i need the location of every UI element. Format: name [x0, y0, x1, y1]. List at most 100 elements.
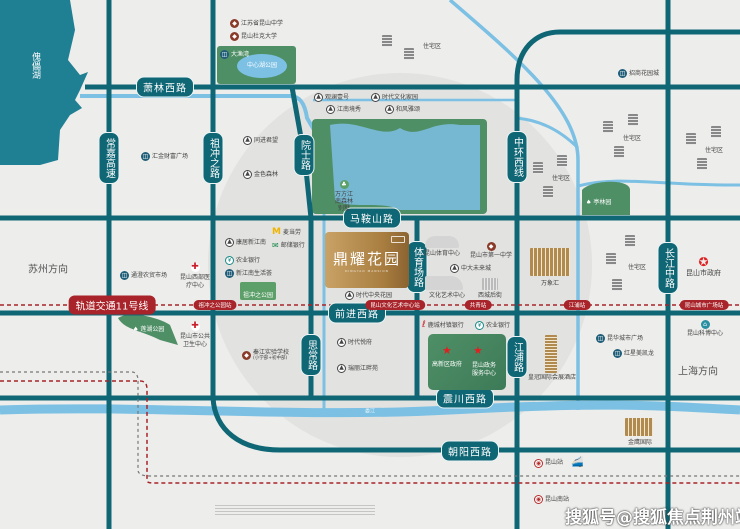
poi-ks-station[interactable]: ◉昆山站🚄 — [534, 458, 583, 468]
poi-kangju[interactable]: ▲康居新江南 — [225, 238, 266, 247]
metro-lines — [0, 304, 740, 484]
direction-shanghai: 上海方向 — [678, 366, 718, 378]
poi-label: 金色森林 — [254, 170, 279, 178]
postal-bank-icon: ✉ — [272, 241, 279, 250]
poi-label: 昆山科博中心 — [687, 330, 724, 337]
poi-xicheng[interactable]: 西城后街 — [477, 292, 503, 299]
poi-hefeng[interactable]: ▲和风雅颂 — [385, 105, 420, 114]
star-icon: ✪ — [698, 255, 709, 269]
tree-icon: ♠ — [586, 199, 592, 206]
poi-shidai-wenhua[interactable]: ▲时代文化家园 — [371, 93, 418, 102]
poi-wanfang[interactable]: ♣ 万方江南森林别墅 — [334, 180, 354, 213]
residence-icon: ▲ — [337, 338, 346, 347]
road-zhonghuan: 中环西线 — [506, 131, 528, 183]
poi-abc-bank[interactable]: ¥农业银行 — [225, 256, 260, 265]
poi-tongcheng-market[interactable]: ◫通澄农贸市场 — [120, 271, 167, 280]
poi-city-gov[interactable]: ✪昆山市政府 — [686, 256, 721, 277]
culture-center-icon — [425, 276, 463, 290]
residential-building-icon — [686, 133, 696, 145]
project-subtitle: DINGYAO MANSION — [345, 268, 389, 273]
poi-dayuwan[interactable]: ◫大渔湾 — [220, 50, 249, 59]
poi-label: 瑞丽江畔苑 — [348, 364, 379, 372]
poi-duke[interactable]: ◆昆山杜克大学 — [230, 32, 277, 41]
poi-west-medical[interactable]: ✚昆山西部医疗中心 — [180, 263, 210, 290]
poi-label: 观澜壹号 — [325, 93, 350, 101]
poi-culture-center[interactable]: 文化艺术中心 — [428, 292, 466, 299]
poi-label: 江南境秀 — [337, 105, 362, 113]
poi-label: 昆山市公共卫生中心 — [180, 333, 211, 348]
poi-sports-center[interactable]: 昆山体育中心 — [423, 250, 461, 257]
shopping-icon: ◫ — [613, 349, 622, 358]
poi-ruili[interactable]: ▲瑞丽江畔苑 — [337, 364, 378, 373]
metro-station[interactable]: 昆山城市广场站 — [679, 300, 729, 310]
zuchongzhi-park-area — [240, 282, 276, 300]
hospital-icon: ✚ — [190, 321, 200, 331]
residential-building-icon — [543, 186, 553, 198]
residence-icon: ▲ — [371, 93, 380, 102]
poi-label: 昆山杜克大学 — [241, 32, 278, 40]
poi-zhaoshang[interactable]: ◫招商花园城 — [618, 69, 659, 78]
metro-station[interactable]: 共青站 — [464, 300, 492, 310]
poi-public-health[interactable]: ✚ 昆山市公共卫生中心 — [180, 322, 210, 349]
poi-postal-bank[interactable]: ✉邮储银行 — [272, 242, 305, 250]
poi-redstar[interactable]: ◫红星美凯龙 — [613, 349, 654, 358]
poi-qinjiang-school[interactable]: ◆秦江实验学校(小学部+初中部) — [242, 350, 289, 362]
residential-building-icon — [697, 158, 707, 170]
residential-building-icon — [625, 235, 635, 247]
poi-label: 汇金财富广场 — [152, 152, 189, 160]
poi-shidai-central[interactable]: ▲时代中央花园 — [345, 291, 392, 300]
poi-xinjiangnan[interactable]: ◫新江南生活荟 — [225, 269, 272, 278]
direction-suzhou: 苏州方向 — [28, 264, 68, 276]
road-sichang: 思常路 — [300, 334, 322, 376]
residential-label: 住宅区 — [552, 175, 571, 182]
poi-label: 邮储银行 — [280, 242, 305, 249]
poi-tongjin[interactable]: ▲同进君望 — [243, 136, 278, 145]
poi-label: 昆山南站 — [545, 495, 570, 503]
poi-huijin[interactable]: ◫汇金财富广场 — [141, 152, 188, 161]
residential-label: 住宅区 — [705, 147, 724, 154]
poi-jinse[interactable]: ▲金色森林 — [243, 170, 278, 179]
poi-guanlan[interactable]: ▲观澜壹号 — [314, 93, 349, 102]
metro-station[interactable]: 江浦站 — [563, 300, 591, 310]
poi-tinglin[interactable]: ♠亭林园 — [586, 200, 611, 206]
poi-label: 万方江南森林别墅 — [334, 191, 353, 213]
mcdonalds-icon: M — [272, 227, 281, 237]
poi-ks-south[interactable]: ◉昆山南站 — [534, 495, 569, 504]
poi-lianhu-park[interactable]: ♠莲湖公园 — [133, 327, 164, 333]
poi-label: 秦江实验学校 — [253, 349, 290, 356]
residential-building-icon — [628, 114, 638, 126]
poi-sublabel: (小学部+初中部) — [253, 356, 288, 361]
poi-zuchongzhi-park[interactable]: 祖冲之公园 — [242, 292, 274, 299]
project-dingyao[interactable]: 鼎耀花园 DINGYAO MANSION — [325, 232, 409, 288]
poi-jinying[interactable]: 金鹰国际 — [627, 439, 653, 446]
tree-icon: ♠ — [133, 326, 139, 333]
poi-kunhua[interactable]: ◫昆华城市广场 — [596, 334, 643, 343]
residence-icon: ▲ — [345, 291, 354, 300]
residential-building-icon — [711, 126, 721, 138]
shopping-icon: ◫ — [220, 50, 229, 59]
jinying-building-icon — [625, 418, 653, 436]
poi-no1-middle[interactable]: ◆昆山市第一中学 — [470, 242, 512, 259]
residential-building-icon — [404, 48, 414, 60]
poi-crown-hotel[interactable]: 皇冠国际会展酒店 — [527, 374, 577, 381]
poi-jiangnan-jingxiu[interactable]: ▲江南境秀 — [326, 105, 361, 114]
poi-zhongda[interactable]: ▲中大未来城 — [450, 264, 491, 273]
park-icon: ♣ — [339, 180, 349, 189]
railway-station-icon: ◉ — [534, 458, 543, 468]
railway-line — [0, 371, 740, 477]
poi-wanxianghui[interactable]: 万象汇 — [540, 280, 560, 287]
school-icon: ◆ — [230, 32, 239, 41]
residential-building-icon — [614, 146, 624, 158]
poi-kunshan-high[interactable]: ◆江苏省昆山中学 — [230, 19, 283, 28]
shopping-icon: ◫ — [120, 271, 129, 280]
hospital-icon: ✚ — [190, 262, 200, 272]
poi-abc-bank-2[interactable]: ¥农业银行 — [475, 321, 510, 330]
poi-central-lake-park[interactable]: 中心湖公园 — [246, 62, 278, 69]
poi-shidai-yuefu[interactable]: ▲时代悦府 — [337, 338, 372, 347]
metro-station[interactable]: 祖冲之公园站 — [193, 300, 237, 310]
poi-kebo[interactable]: ⌂昆山科博中心 — [687, 320, 723, 337]
poi-hitech-gov: 高新区政府 — [432, 361, 463, 368]
metro-station[interactable]: 昆山文化艺术中心站 — [365, 300, 425, 310]
